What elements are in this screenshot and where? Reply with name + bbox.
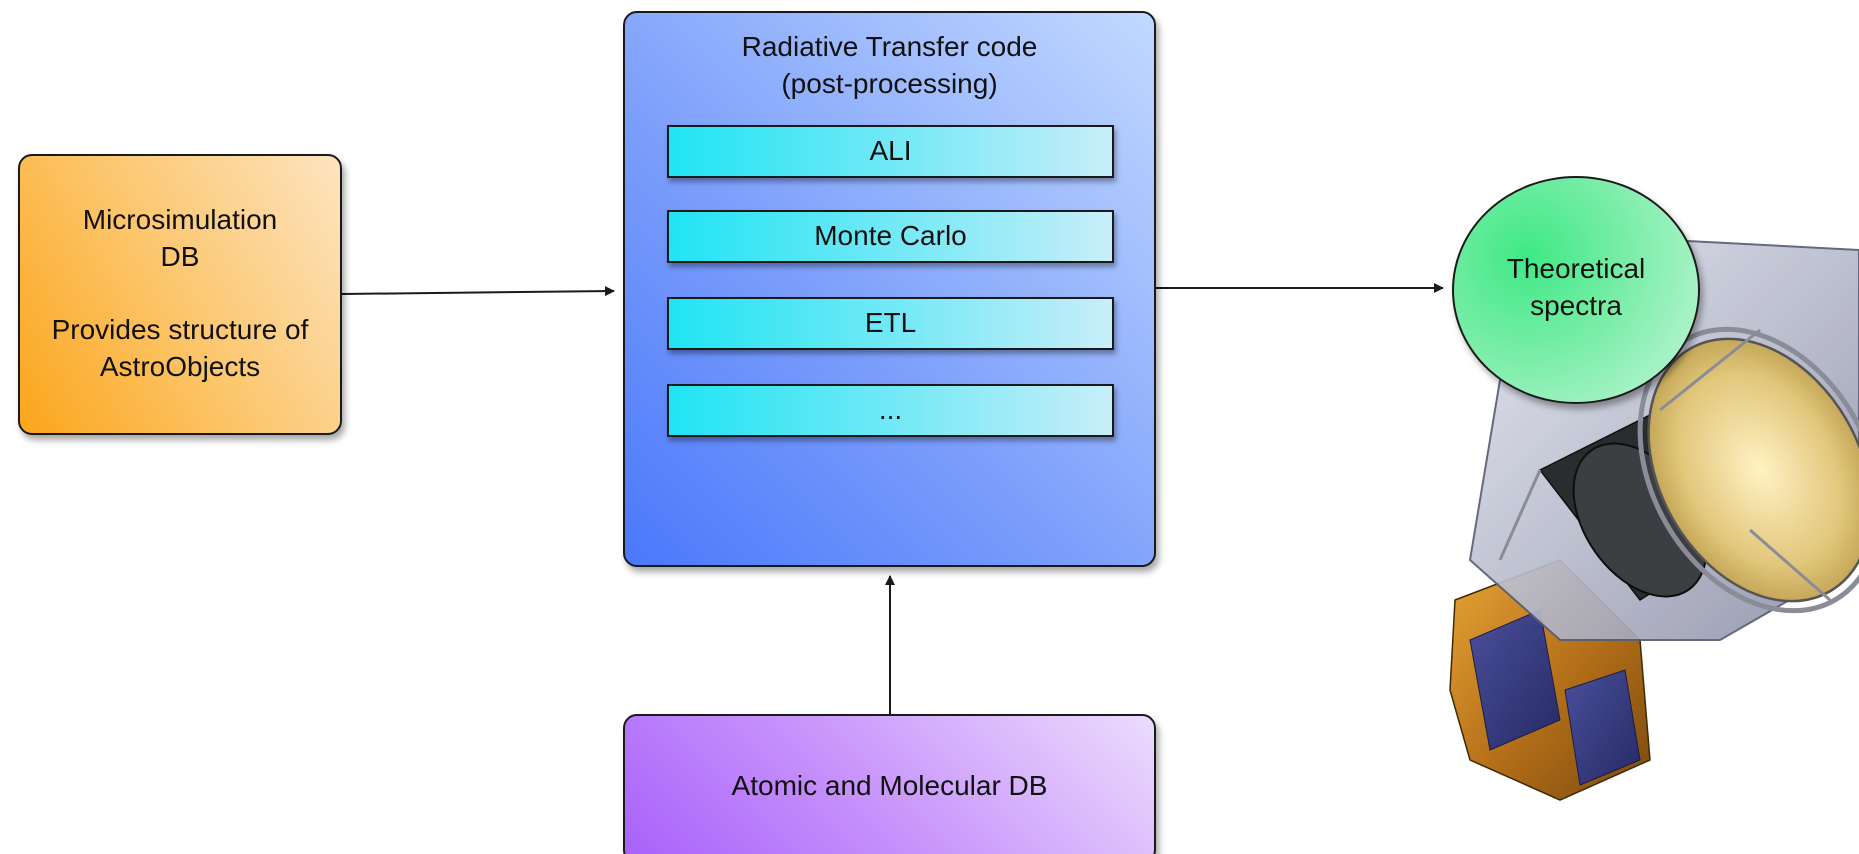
strut-2 bbox=[1749, 528, 1831, 602]
method-etl: ETL bbox=[667, 297, 1114, 350]
atomic-molecular-db-label: Atomic and Molecular DB bbox=[731, 770, 1048, 801]
spectra-label-line2: spectra bbox=[1530, 290, 1622, 321]
radiative-transfer-title: Radiative Transfer code (post-processing… bbox=[623, 28, 1156, 102]
atomic-molecular-db-box bbox=[623, 714, 1156, 854]
microsimulation-description: Provides structure of AstroObjects bbox=[18, 311, 342, 385]
method-ellipsis: ... bbox=[667, 384, 1114, 437]
cryostat bbox=[1538, 409, 1752, 602]
method-ali: ALI bbox=[667, 125, 1114, 178]
radiative-transfer-title-line2: (post-processing) bbox=[781, 68, 998, 99]
microsimulation-db-box bbox=[18, 154, 342, 435]
microsimulation-desc-line1: Provides structure of bbox=[51, 314, 309, 345]
theoretical-spectra-label: Theoretical spectra bbox=[1452, 250, 1700, 324]
solar-panel bbox=[1469, 609, 1561, 751]
arrow-micro-to-rt bbox=[341, 286, 615, 297]
solar-panel-2 bbox=[1564, 669, 1641, 786]
strut-3 bbox=[1498, 469, 1542, 561]
microsimulation-title-line2: DB bbox=[160, 241, 200, 272]
microsimulation-title: Microsimulation DB bbox=[18, 201, 342, 275]
spectra-label-line1: Theoretical bbox=[1506, 253, 1646, 284]
service-module bbox=[1449, 559, 1651, 801]
method-monte-carlo: Monte Carlo bbox=[667, 210, 1114, 263]
cryostat-ring bbox=[1572, 442, 1708, 598]
radiative-transfer-title-line1: Radiative Transfer code bbox=[741, 31, 1038, 62]
microsimulation-title-line1: Microsimulation bbox=[82, 204, 278, 235]
radiative-transfer-box bbox=[623, 11, 1156, 567]
microsimulation-desc-line2: AstroObjects bbox=[99, 351, 261, 382]
